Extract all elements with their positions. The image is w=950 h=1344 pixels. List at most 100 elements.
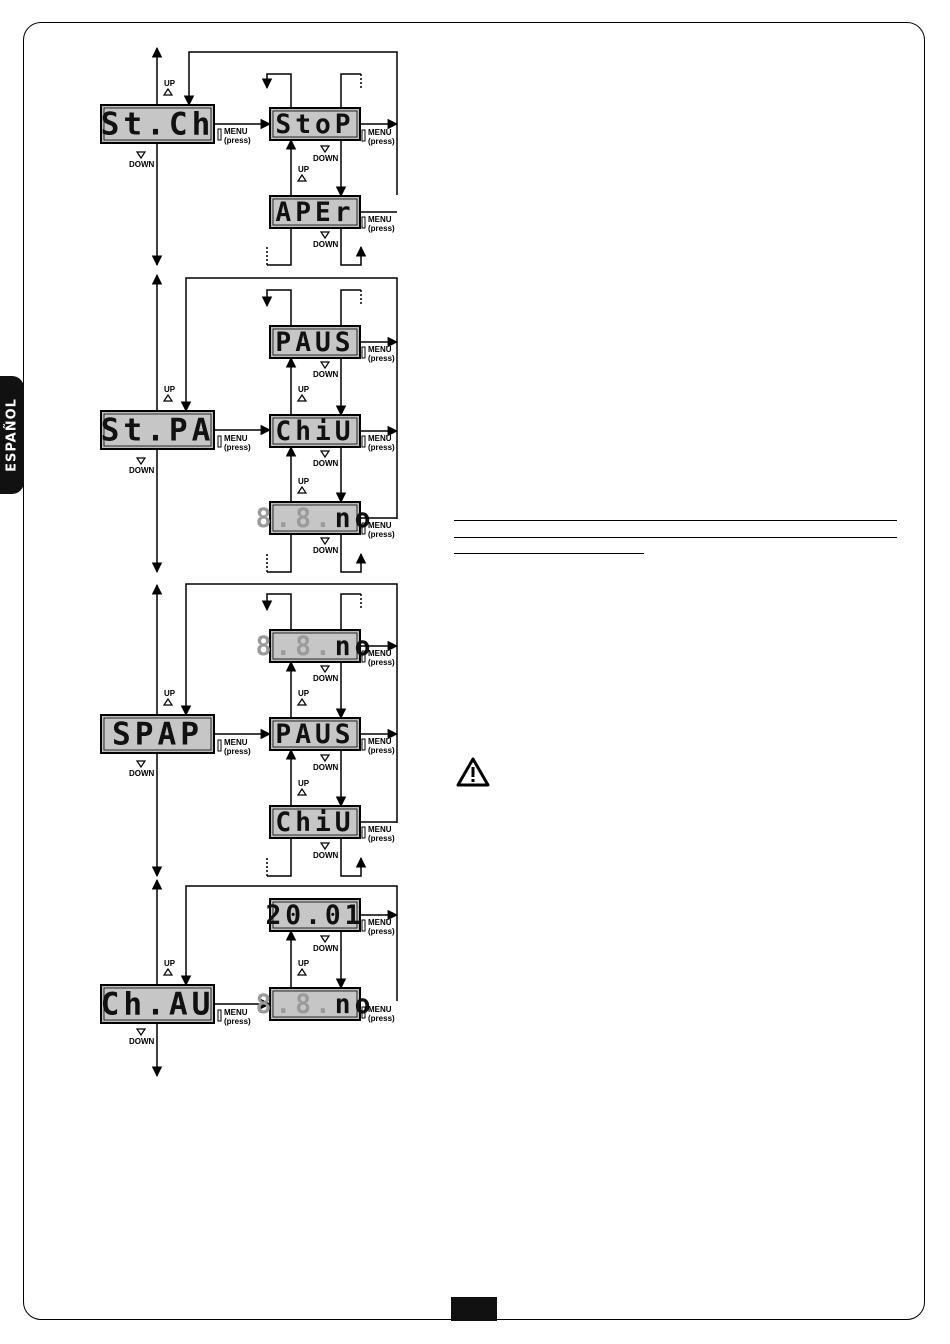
press-label: (press) <box>224 443 251 452</box>
menu-label: MENU <box>368 825 392 834</box>
menu-press-label <box>217 128 222 141</box>
menu-label: MENU <box>368 434 392 443</box>
menu-press-label <box>361 650 366 663</box>
menu-label: MENU <box>224 127 248 136</box>
down-label: DOWN <box>313 154 339 163</box>
up-arrow-icon <box>297 698 307 706</box>
display-main-3: SPAP <box>100 714 215 754</box>
down-arrow-icon <box>136 457 146 465</box>
menu-label: MENU <box>368 737 392 746</box>
page-number-box <box>451 1297 497 1321</box>
down-arrow-icon <box>320 361 330 369</box>
menu-press-label <box>361 919 366 932</box>
display-text: 8.8.no <box>256 990 375 1020</box>
up-label: UP <box>298 779 310 788</box>
down-label: DOWN <box>129 769 155 778</box>
up-arrow-icon <box>163 698 173 706</box>
menu-press-label <box>361 738 366 751</box>
display-option: 8.8.no <box>256 987 375 1021</box>
display-text: ChiU <box>275 808 354 838</box>
language-tab: ESPAÑOL <box>0 376 24 494</box>
display-text: PAUS <box>275 328 354 358</box>
press-label: (press) <box>224 1017 251 1026</box>
down-label: DOWN <box>313 674 339 683</box>
display-text: ChiU <box>275 417 354 447</box>
press-label: (press) <box>368 927 395 936</box>
up-label: UP <box>298 385 310 394</box>
display-option: 20.01 <box>266 898 365 932</box>
display-option: ChiU <box>269 805 361 839</box>
menu-press-label <box>361 435 366 448</box>
text-rule <box>454 553 644 554</box>
down-arrow-icon <box>320 145 330 153</box>
display-text: Ch.AU <box>101 987 215 1023</box>
menu-label: MENU <box>368 918 392 927</box>
down-label: DOWN <box>313 763 339 772</box>
display-text: SPAP <box>112 717 203 753</box>
display-text: PAUS <box>275 720 354 750</box>
down-arrow-icon <box>136 1028 146 1036</box>
display-text: APEr <box>275 198 354 228</box>
menu-press-label <box>361 216 366 229</box>
menu-label: MENU <box>368 345 392 354</box>
down-arrow-icon <box>320 231 330 239</box>
display-option: PAUS <box>269 325 361 359</box>
up-arrow-icon <box>163 968 173 976</box>
menu-press-label <box>361 522 366 535</box>
display-text: 8.8.no <box>256 504 375 534</box>
down-label: DOWN <box>313 370 339 379</box>
up-label: UP <box>164 959 176 968</box>
down-arrow-icon <box>320 754 330 762</box>
text-rule <box>454 520 897 521</box>
menu-label: MENU <box>368 521 392 530</box>
menu-press-label <box>217 739 222 752</box>
press-label: (press) <box>368 746 395 755</box>
down-label: DOWN <box>129 466 155 475</box>
display-text: StoP <box>275 110 354 140</box>
menu-label: MENU <box>368 649 392 658</box>
menu-label: MENU <box>368 128 392 137</box>
text-rule <box>454 537 897 538</box>
display-text: 20.01 <box>266 901 365 931</box>
down-arrow-icon <box>320 665 330 673</box>
down-label: DOWN <box>129 1037 155 1046</box>
menu-label: MENU <box>224 434 248 443</box>
press-label: (press) <box>224 136 251 145</box>
down-label: DOWN <box>313 546 339 555</box>
press-label: (press) <box>368 834 395 843</box>
menu-press-label <box>361 129 366 142</box>
display-text: St.Ch <box>101 107 215 143</box>
up-label: UP <box>298 165 310 174</box>
press-label: (press) <box>368 1014 395 1023</box>
press-label: (press) <box>368 443 395 452</box>
press-label: (press) <box>368 137 395 146</box>
press-label: (press) <box>224 747 251 756</box>
menu-press-label <box>217 435 222 448</box>
down-label: DOWN <box>313 459 339 468</box>
down-arrow-icon <box>320 935 330 943</box>
down-label: DOWN <box>313 944 339 953</box>
down-label: DOWN <box>313 851 339 860</box>
display-main-4: Ch.AU <box>100 984 215 1024</box>
press-label: (press) <box>368 530 395 539</box>
menu-label: MENU <box>224 738 248 747</box>
up-arrow-icon <box>163 88 173 96</box>
down-arrow-icon <box>136 151 146 159</box>
display-option: ChiU <box>269 414 361 448</box>
menu-press-label <box>361 346 366 359</box>
up-arrow-icon <box>297 968 307 976</box>
down-arrow-icon <box>320 537 330 545</box>
menu-press-label <box>217 1009 222 1022</box>
press-label: (press) <box>368 224 395 233</box>
up-arrow-icon <box>297 394 307 402</box>
display-text: 8.8.no <box>256 632 375 662</box>
menu-label: MENU <box>368 1005 392 1014</box>
warning-triangle-icon <box>456 757 490 787</box>
down-label: DOWN <box>129 160 155 169</box>
display-option: 8.8.no <box>256 629 375 663</box>
up-arrow-icon <box>297 174 307 182</box>
display-main-1: St.Ch <box>100 104 215 144</box>
display-option: 8.8.no <box>256 501 375 535</box>
down-arrow-icon <box>136 760 146 768</box>
